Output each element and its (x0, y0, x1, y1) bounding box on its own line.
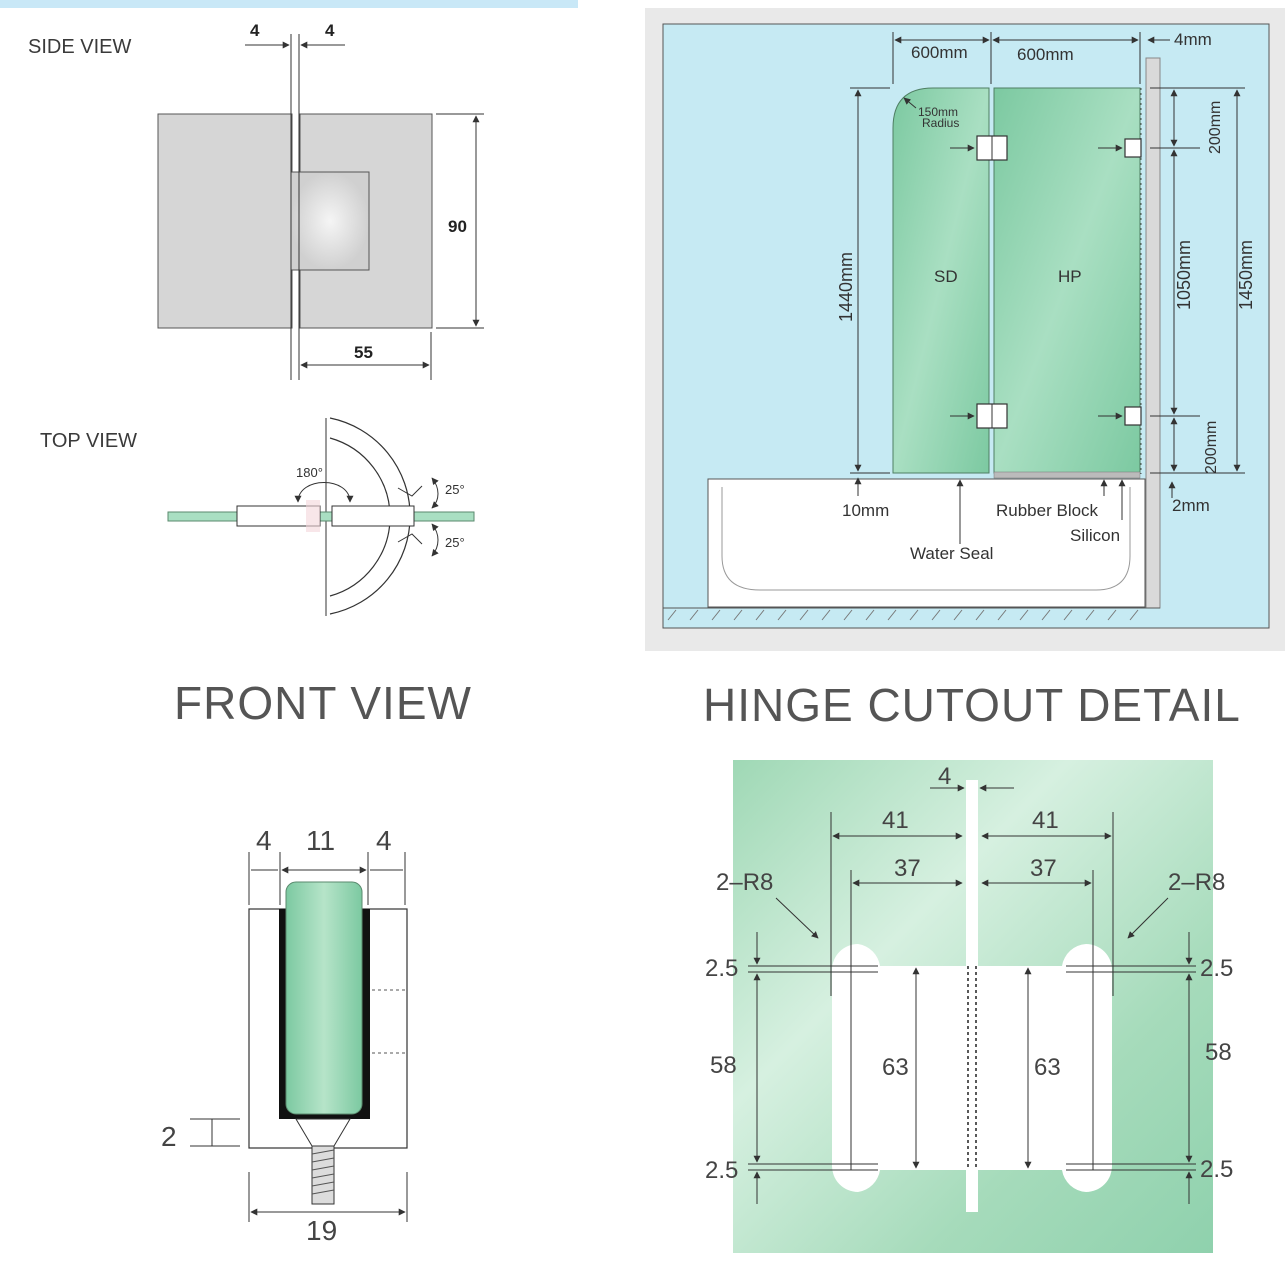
cutout-dim-bottom-right: 2.5 (1200, 1156, 1233, 1183)
front-view-heading: FRONT VIEW (174, 677, 472, 729)
glass-panel-top (167, 511, 475, 522)
cutout-dim-top-right: 2.5 (1200, 955, 1233, 982)
inst-dim-top-offset: 200mm (1207, 101, 1224, 154)
front-view: 4 11 4 2 19 (161, 825, 408, 1246)
inst-dim-floor-gap: 2mm (1172, 496, 1210, 515)
inst-dim-panel-height: 1440mm (836, 252, 856, 322)
inst-dim-bottom-offset: 200mm (1203, 421, 1220, 474)
cutout-dim-height-right: 58 (1205, 1039, 1232, 1066)
top-view: 180° 25° 25° (167, 417, 475, 616)
side-wall (1145, 57, 1161, 609)
side-dim-width: 55 (354, 343, 373, 362)
cutout-dim-gap: 4 (938, 763, 951, 790)
hinge-body-top-right (331, 505, 415, 527)
cutout-dim-outer-right: 41 (1032, 807, 1059, 834)
front-glass (285, 881, 363, 1115)
inst-radius-line1: 150mm (918, 105, 958, 119)
side-view: 4 4 90 55 (157, 21, 484, 380)
side-dim-gap-right: 4 (325, 21, 335, 40)
installation-diagram: 600mm 600mm 4mm 150mm Radius SD HP 1440m… (645, 8, 1285, 651)
top-angle-upper: 25° (445, 482, 465, 497)
inst-dim-total-height: 1450mm (1236, 240, 1256, 310)
hinge-plate-left (157, 113, 293, 329)
cutout-dim-inner-left: 37 (894, 855, 921, 882)
glass-panel-sd (892, 87, 990, 474)
inst-dim-width-right: 600mm (1017, 45, 1074, 64)
front-dim-glass: 11 (306, 825, 335, 856)
inst-radius-line2: Radius (922, 116, 959, 130)
side-view-title: SIDE VIEW (28, 36, 132, 58)
cutout-dim-cut-right: 63 (1034, 1054, 1061, 1081)
cutout-dim-bottom-left: 2.5 (705, 1157, 738, 1184)
front-dim-left: 4 (256, 825, 272, 856)
hinge-cutout: 4 41 41 37 37 2–R8 2–R8 2.5 2.5 58 (705, 760, 1233, 1253)
cutout-dim-top-left: 2.5 (705, 955, 738, 982)
inst-water-seal: Water Seal (910, 544, 993, 563)
cutout-radius-right: 2–R8 (1168, 869, 1225, 896)
cutout-center-gap (966, 780, 978, 1212)
cutout-dim-outer-left: 41 (882, 807, 909, 834)
top-angle-swing: 180° (296, 465, 323, 480)
header-bar (0, 0, 578, 8)
top-angle-lower: 25° (445, 535, 465, 550)
front-dim-total: 19 (306, 1215, 337, 1246)
side-dim-height: 90 (448, 217, 467, 236)
hinge-cutout-heading: HINGE CUTOUT DETAIL (703, 679, 1241, 731)
side-dim-gap-left: 4 (250, 21, 260, 40)
cutout-dim-height-left: 58 (710, 1052, 737, 1079)
inst-dim-width-left: 600mm (911, 43, 968, 62)
inst-silicon: Silicon (1070, 526, 1120, 545)
inst-dim-bottom-gap: 10mm (842, 501, 889, 520)
cutout-dim-cut-left: 63 (882, 1054, 909, 1081)
cutout-dim-inner-right: 37 (1030, 855, 1057, 882)
hinge-bottom-wall (1124, 406, 1142, 426)
front-dim-base: 2 (161, 1121, 177, 1152)
hinge-top-wall (1124, 138, 1142, 158)
bathtub (707, 478, 1146, 608)
inst-rubber-block: Rubber Block (996, 501, 1099, 520)
panel-label-hp: HP (1058, 267, 1082, 286)
front-dim-right: 4 (376, 825, 392, 856)
cutout-radius-left: 2–R8 (716, 869, 773, 896)
panel-label-sd: SD (934, 267, 958, 286)
glass-panel-hp (993, 87, 1141, 474)
hinge-knuckle (290, 171, 370, 271)
top-view-title: TOP VIEW (40, 430, 138, 452)
inst-dim-hinge-spacing: 1050mm (1174, 240, 1194, 310)
inst-dim-wall-gap: 4mm (1174, 30, 1212, 49)
